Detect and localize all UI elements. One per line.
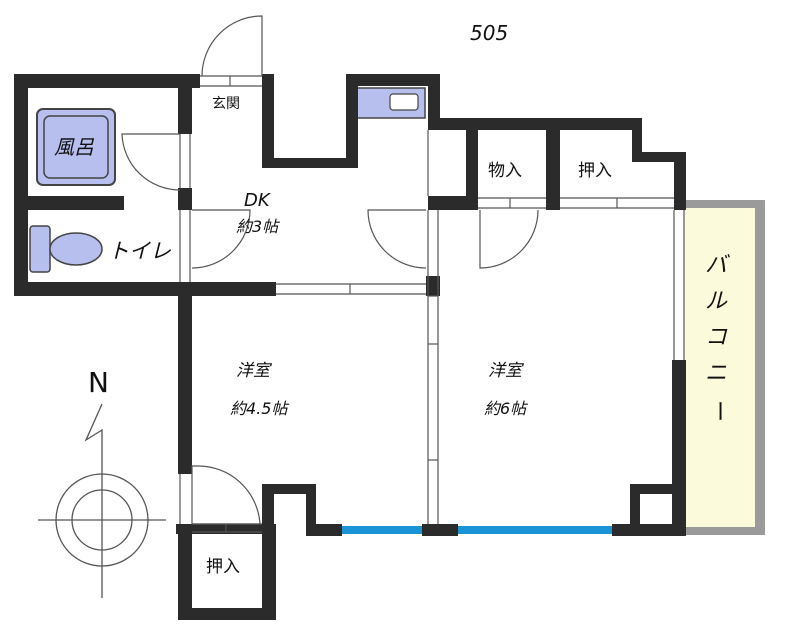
balcony-rail-bottom — [684, 527, 765, 535]
toilet-fixture — [29, 225, 103, 273]
balcony — [683, 200, 765, 535]
balcony-char: バ — [705, 253, 730, 278]
balcony-char: コ — [705, 325, 728, 350]
compass-north-label: N — [88, 366, 109, 399]
balcony-rail — [755, 200, 765, 535]
balcony-char: ル — [705, 289, 728, 314]
western-large-name: 洋室 — [488, 361, 525, 381]
balcony-char: ー — [706, 400, 731, 422]
compass-arrow — [84, 403, 103, 456]
dk-size-label: 約3帖 — [236, 217, 280, 236]
bath-label: 風呂 — [54, 135, 95, 159]
western-small-name: 洋室 — [236, 361, 273, 381]
western-large-size: 約6帖 — [484, 399, 528, 418]
door-swings — [121, 15, 539, 525]
window-large-room — [458, 526, 612, 534]
closet-upper-label: 押入 — [578, 161, 612, 181]
western-small-size: 約4.5帖 — [230, 399, 289, 418]
dk-name-label: DK — [244, 190, 271, 211]
partitions — [179, 75, 685, 533]
closet-lower-label: 押入 — [206, 557, 240, 577]
balcony-rail-top — [684, 200, 765, 208]
compass — [38, 403, 166, 598]
bathtub — [36, 108, 116, 186]
balcony-label: バ ル コ ニ ー — [705, 253, 731, 422]
unit-number: 505 — [470, 21, 508, 45]
kitchen-sink — [354, 87, 426, 119]
toilet-label: トイレ — [108, 239, 171, 263]
window-small-room — [342, 526, 422, 534]
walls — [14, 74, 686, 620]
storage-label: 物入 — [488, 161, 522, 181]
balcony-char: ニ — [705, 361, 727, 386]
entrance-label: 玄関 — [212, 95, 240, 112]
